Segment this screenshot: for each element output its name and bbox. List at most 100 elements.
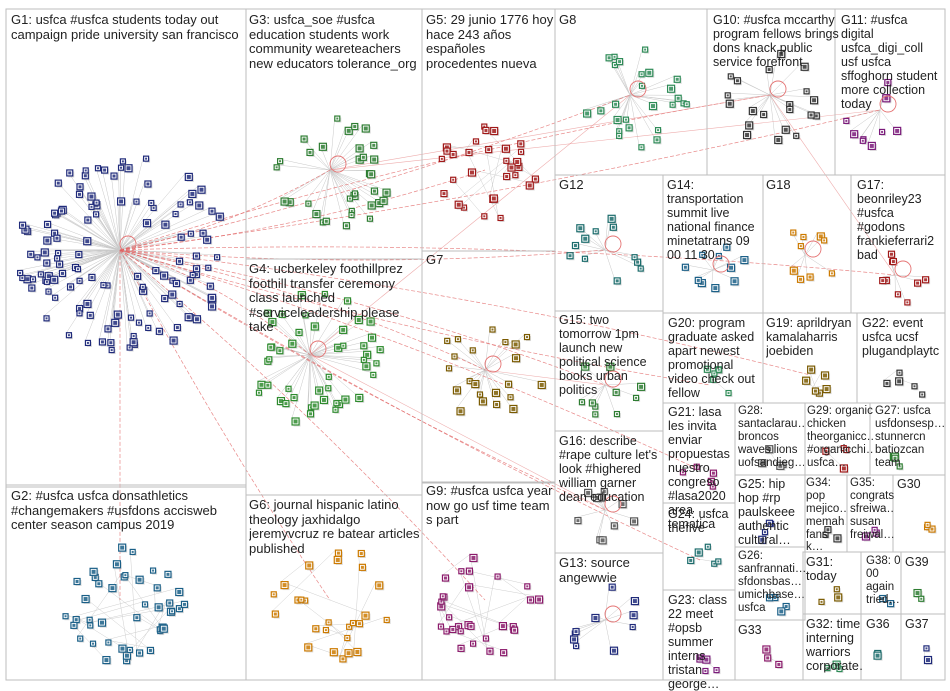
vertex-g1 <box>44 237 53 246</box>
vertex-g9 <box>501 650 509 658</box>
vertex-fill <box>475 140 477 142</box>
vertex-g6 <box>345 650 354 659</box>
vertex-g6 <box>376 582 385 591</box>
vertex-fill <box>162 627 166 631</box>
vertex-fill <box>278 349 281 352</box>
vertex-fill <box>442 595 444 597</box>
vertex-fill <box>729 266 733 270</box>
edge <box>575 510 605 518</box>
vertex-fill <box>283 583 287 587</box>
vertex-g22 <box>920 392 927 399</box>
vertex-g7 <box>453 387 462 396</box>
vertex-g2 <box>103 657 112 666</box>
vertex-g5 <box>441 191 449 199</box>
vertex-g1 <box>83 168 90 175</box>
vertex-fill <box>373 190 376 193</box>
vertex-fill <box>216 256 218 258</box>
group-label-g8: G8 <box>559 13 707 28</box>
vertex-g11 <box>851 131 860 140</box>
vertex-g9 <box>483 636 490 643</box>
vertex-fill <box>747 123 751 127</box>
vertex-g3 <box>281 198 290 207</box>
vertex-g37 <box>925 657 934 666</box>
vertex-fill <box>385 191 389 195</box>
vertex-g3 <box>343 223 351 231</box>
vertex-fill <box>95 213 97 215</box>
vertex-g16 <box>599 537 608 546</box>
vertex-fill <box>575 630 578 633</box>
edge <box>805 255 807 274</box>
vertex-g2 <box>91 641 98 648</box>
vertex-g17 <box>895 292 902 299</box>
vertex-g4 <box>292 418 301 427</box>
vertex-fill <box>497 576 499 578</box>
vertex-g1 <box>51 276 60 285</box>
vertex-g16 <box>575 518 583 526</box>
self-loop-g10 <box>770 81 786 97</box>
vertex-fill <box>77 268 79 270</box>
vertex-g1 <box>193 316 202 325</box>
group-label-g17: G17: beonriley23 #usfca #godons frankief… <box>857 178 945 262</box>
vertex-fill <box>925 647 927 649</box>
vertex-fill <box>96 202 98 204</box>
vertex-g8 <box>617 133 624 140</box>
vertex-fill <box>595 230 597 232</box>
vertex-fill <box>124 574 126 576</box>
vertex-g7 <box>503 340 510 347</box>
vertex-g1 <box>38 272 45 279</box>
vertex-fill <box>190 233 192 235</box>
vertex-fill <box>192 274 194 276</box>
vertex-fill <box>452 153 455 156</box>
group-label-g20: G20: program graduate asked apart newest… <box>668 316 762 400</box>
vertex-fill <box>445 150 448 153</box>
vertex-fill <box>47 291 49 293</box>
vertex-g6 <box>359 564 367 572</box>
vertex-fill <box>511 407 515 411</box>
vertex-g10 <box>725 93 732 100</box>
vertex-fill <box>633 599 637 603</box>
vertex-fill <box>334 409 336 411</box>
vertex-fill <box>58 263 61 266</box>
vertex-fill <box>144 603 146 605</box>
vertex-fill <box>142 286 144 288</box>
vertex-g6 <box>306 562 315 571</box>
vertex-g18 <box>791 230 798 237</box>
vertex-g3 <box>371 156 380 165</box>
vertex-fill <box>115 562 119 566</box>
vertex-g1 <box>162 221 171 230</box>
vertex-g8 <box>684 102 691 109</box>
group-label-g30: G30 <box>897 477 945 491</box>
vertex-g5 <box>473 139 480 146</box>
vertex-fill <box>736 79 739 82</box>
vertex-fill <box>537 598 541 602</box>
vertex-g11 <box>868 142 877 151</box>
vertex-fill <box>53 232 56 235</box>
vertex-fill <box>361 566 364 569</box>
vertex-g1 <box>188 231 195 238</box>
vertex-fill <box>177 590 181 594</box>
vertex-g1 <box>102 167 110 175</box>
vertex-g1 <box>196 202 205 211</box>
vertex-fill <box>358 146 362 150</box>
vertex-fill <box>810 114 813 117</box>
vertex-fill <box>187 175 191 179</box>
vertex-g12 <box>577 225 586 234</box>
vertex-fill <box>132 340 136 344</box>
vertex-g7 <box>479 398 488 407</box>
vertex-g6 <box>351 621 358 628</box>
vertex-g5 <box>504 174 512 182</box>
vertex-g18 <box>798 244 805 251</box>
vertex-fill <box>364 126 368 130</box>
edge <box>286 170 330 199</box>
group-label-g32: G32: time interning warriors corporate… <box>806 617 862 673</box>
vertex-fill <box>372 144 375 147</box>
vertex-g5 <box>502 145 511 154</box>
vertex-g8 <box>654 137 662 145</box>
vertex-g15 <box>579 400 586 407</box>
vertex-fill <box>91 206 93 208</box>
vertex-fill <box>916 282 919 285</box>
vertex-fill <box>21 277 23 279</box>
vertex-fill <box>57 182 60 185</box>
vertex-fill <box>610 217 614 221</box>
group-label-g2: G2: #usfca usfca donsathletics #changema… <box>11 489 243 533</box>
